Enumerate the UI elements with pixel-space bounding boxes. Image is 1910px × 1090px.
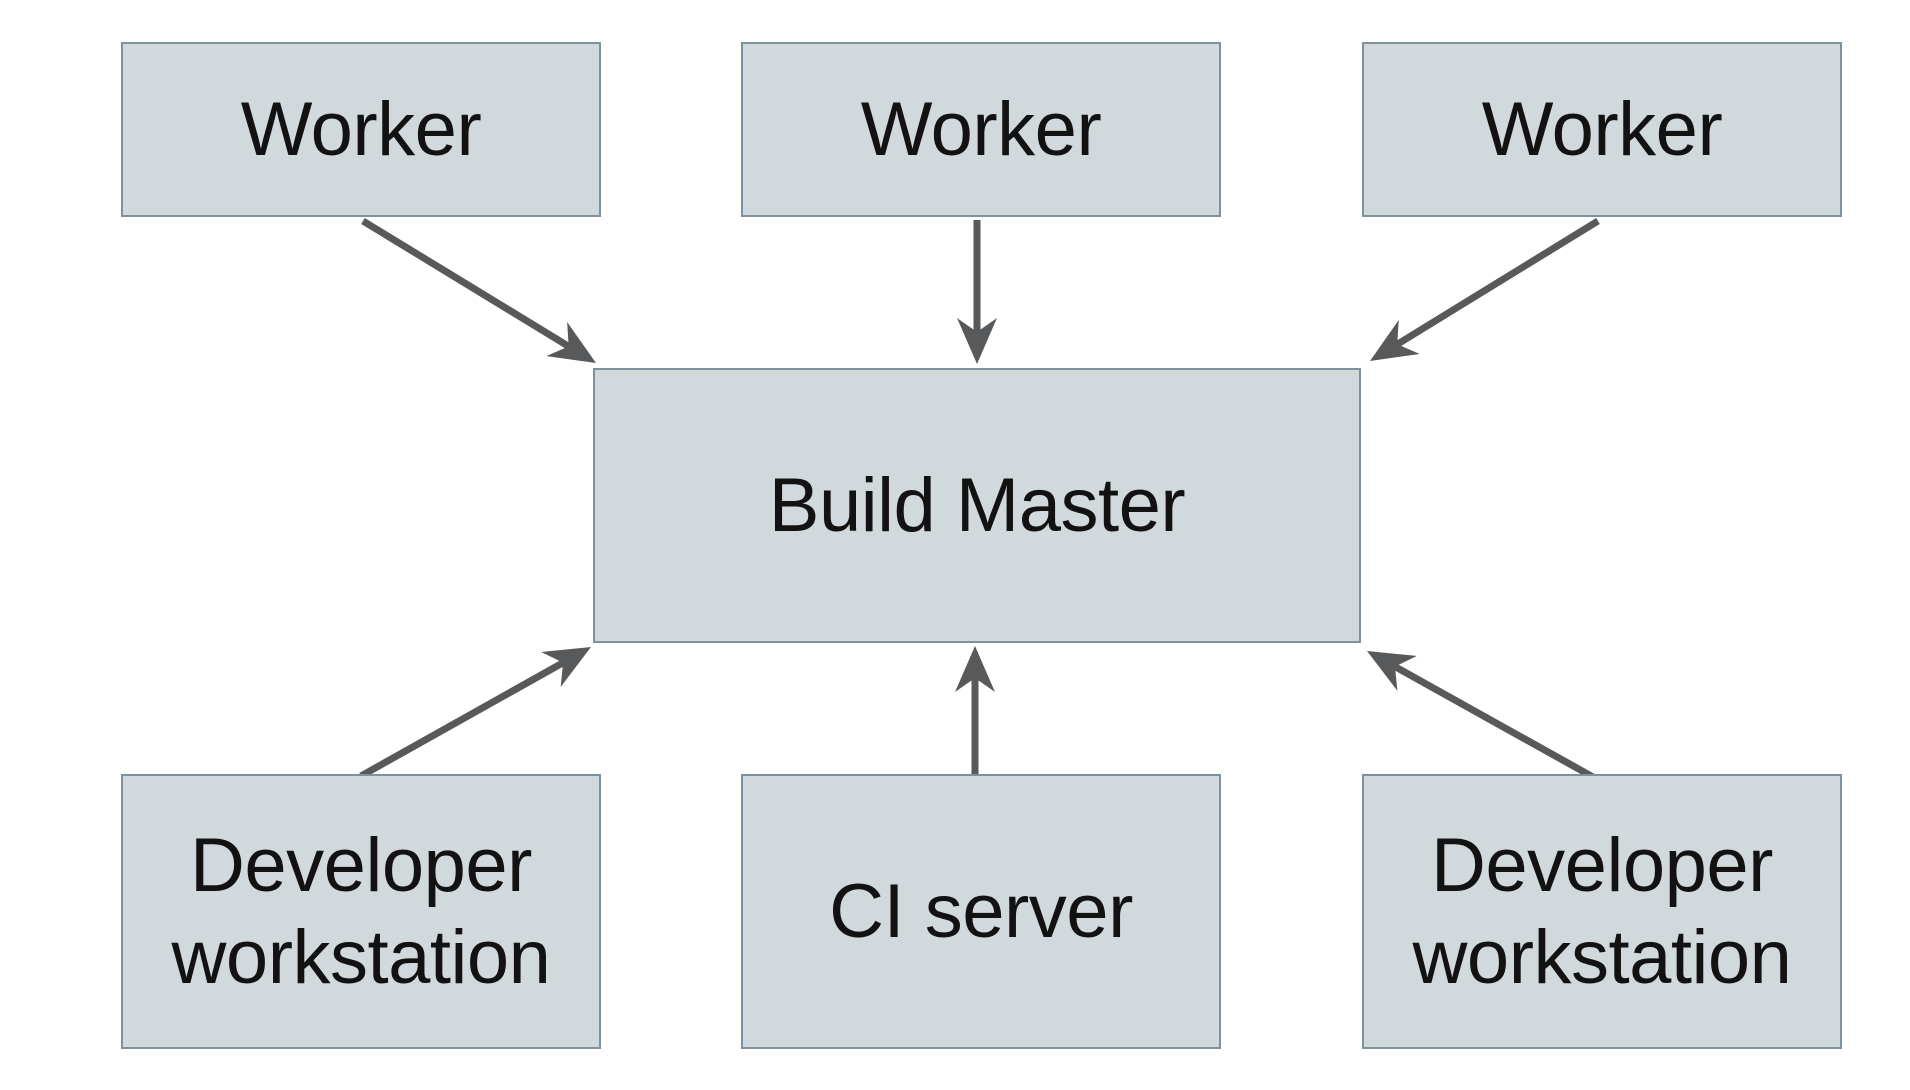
arrow-developer-workstation-2-to-build-master <box>1367 651 1595 781</box>
node-label-worker-2: Worker <box>860 86 1102 172</box>
arrow-worker-3-to-build-master <box>1370 218 1600 362</box>
node-ci-server: CI server <box>741 774 1221 1049</box>
node-worker-2: Worker <box>741 42 1221 217</box>
node-worker-3: Worker <box>1362 42 1842 217</box>
node-developer-workstation-1: Developer workstation <box>121 774 601 1049</box>
node-worker-1: Worker <box>121 42 601 217</box>
node-label-developer-workstation-1: Developer workstation <box>171 823 551 1000</box>
node-label-worker-1: Worker <box>240 86 482 172</box>
node-label-ci-server: CI server <box>829 868 1133 954</box>
arrow-worker-1-to-build-master <box>361 218 596 364</box>
arrow-developer-workstation-1-to-build-master <box>359 647 591 780</box>
node-label-build-master: Build Master <box>768 462 1186 548</box>
node-build-master: Build Master <box>593 368 1361 643</box>
node-developer-workstation-2: Developer workstation <box>1362 774 1842 1049</box>
node-label-worker-3: Worker <box>1481 86 1723 172</box>
node-label-developer-workstation-2: Developer workstation <box>1412 823 1792 1000</box>
